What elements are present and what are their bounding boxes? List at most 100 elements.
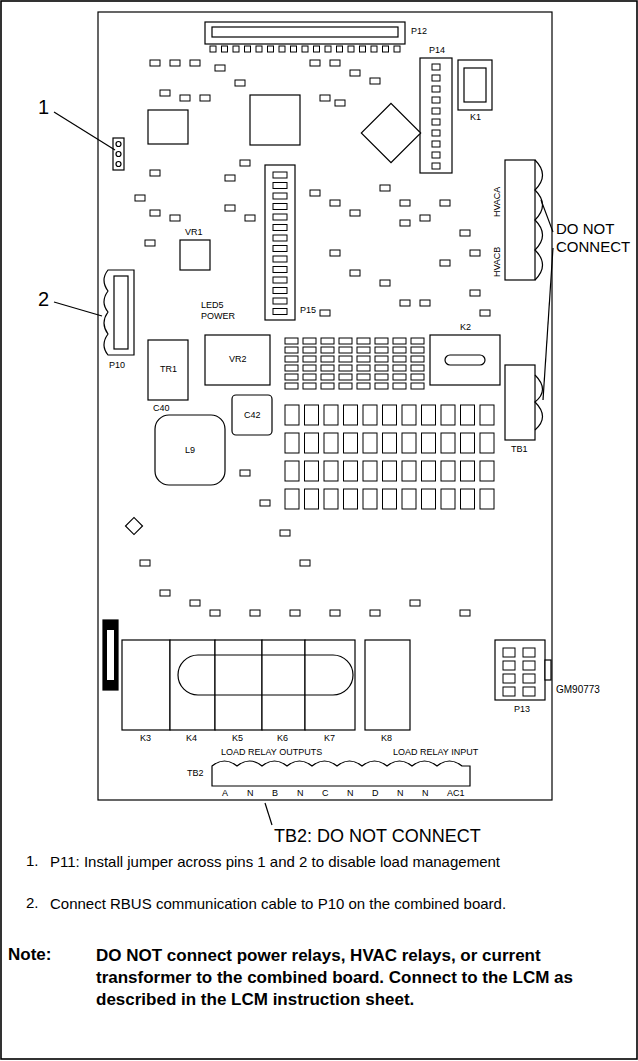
pin-pad [503,687,515,696]
silkscreen-label: P12 [410,26,428,36]
note-heading: Note: [8,945,51,965]
smd-component [190,600,200,606]
smd-component [440,200,450,206]
resistor [402,489,416,509]
smd-component [260,500,270,506]
resistor [383,405,397,425]
ic-chip [361,103,420,162]
pin-pad [360,46,366,52]
smd-component [160,90,170,96]
callout-number: 1 [38,96,49,119]
resistor [422,405,436,425]
silkscreen-label: LED5 [200,300,225,310]
resistor [363,405,377,425]
smd-component [245,215,255,221]
resistor-pack [339,356,352,362]
smd-component [150,170,160,176]
smd-component [335,100,345,106]
resistor-pack [321,338,334,344]
smd-component [480,310,490,316]
smd-component [250,610,260,616]
resistor [480,461,494,481]
figure-number: GM90773 [556,684,600,696]
smd-component [190,60,200,66]
warning-label: TB2: DO NOT CONNECT [274,826,481,847]
resistor-pack [375,338,388,344]
resistor [344,489,358,509]
connector-tab [545,660,551,680]
smd-component [150,210,160,216]
smd-component [320,95,330,101]
leader-line [54,112,115,150]
resistor [363,489,377,509]
resistor-pack [357,356,370,362]
smd-component [145,240,155,246]
silkscreen-label: TB2 [186,768,205,778]
capacitor [232,395,272,435]
resistor [422,461,436,481]
pin-pad [256,46,262,52]
pin [116,152,121,157]
silkscreen-label: VR1 [184,227,204,237]
silkscreen-label: P13 [513,704,531,714]
resistor-pack [285,383,298,389]
resistor-pack [321,374,334,380]
resistor-pack [393,383,406,389]
resistor [324,405,338,425]
smd-component [170,60,180,66]
smd-component [400,220,410,226]
smd-component [300,560,310,566]
resistor-pack [375,356,388,362]
resistor [285,461,299,481]
smd-component [420,300,430,306]
resistor-pack [357,374,370,380]
resistor-pack [393,347,406,353]
smd-component [170,215,180,221]
resistor-pack [393,338,406,344]
pin-pad [432,119,440,125]
pin-pad [210,46,216,52]
smd-component [160,590,170,596]
resistor [461,489,475,509]
resistor-pack [321,347,334,353]
smd-component [210,610,220,616]
pin-pad [273,183,287,189]
resistor [383,461,397,481]
resistor-pack [339,347,352,353]
resistor [383,489,397,509]
silkscreen-label: LOAD RELAY INPUT [392,747,479,757]
resistor-pack [375,383,388,389]
resistor-pack [357,383,370,389]
smd-component [135,195,145,201]
smd-component [235,80,245,86]
smd-component [310,190,320,196]
smd-component [420,215,430,221]
connector-lobes [535,160,543,280]
resistor [344,433,358,453]
resistor-pack [411,374,424,380]
resistor-pack [411,347,424,353]
resistor-pack [303,356,316,362]
resistor-pack [321,356,334,362]
smd-component [370,78,380,84]
pin-pad [432,163,440,169]
smd-component [330,610,340,616]
resistor-pack [321,365,334,371]
resistor-pack [303,347,316,353]
smd-component [215,65,225,71]
pin-pad [503,661,515,670]
smd-component [470,250,480,256]
pin-label: N [346,788,355,798]
silkscreen-label: HVACB [492,246,502,278]
pin-pad [273,246,287,252]
smd-component [240,470,250,476]
pin-pad [273,309,287,315]
pin-label: A [221,788,229,798]
silkscreen-label: P14 [428,45,446,55]
pin-pad [273,204,287,210]
pin-pad [273,193,287,199]
smd-component [380,185,390,191]
terminal-block [212,761,470,786]
